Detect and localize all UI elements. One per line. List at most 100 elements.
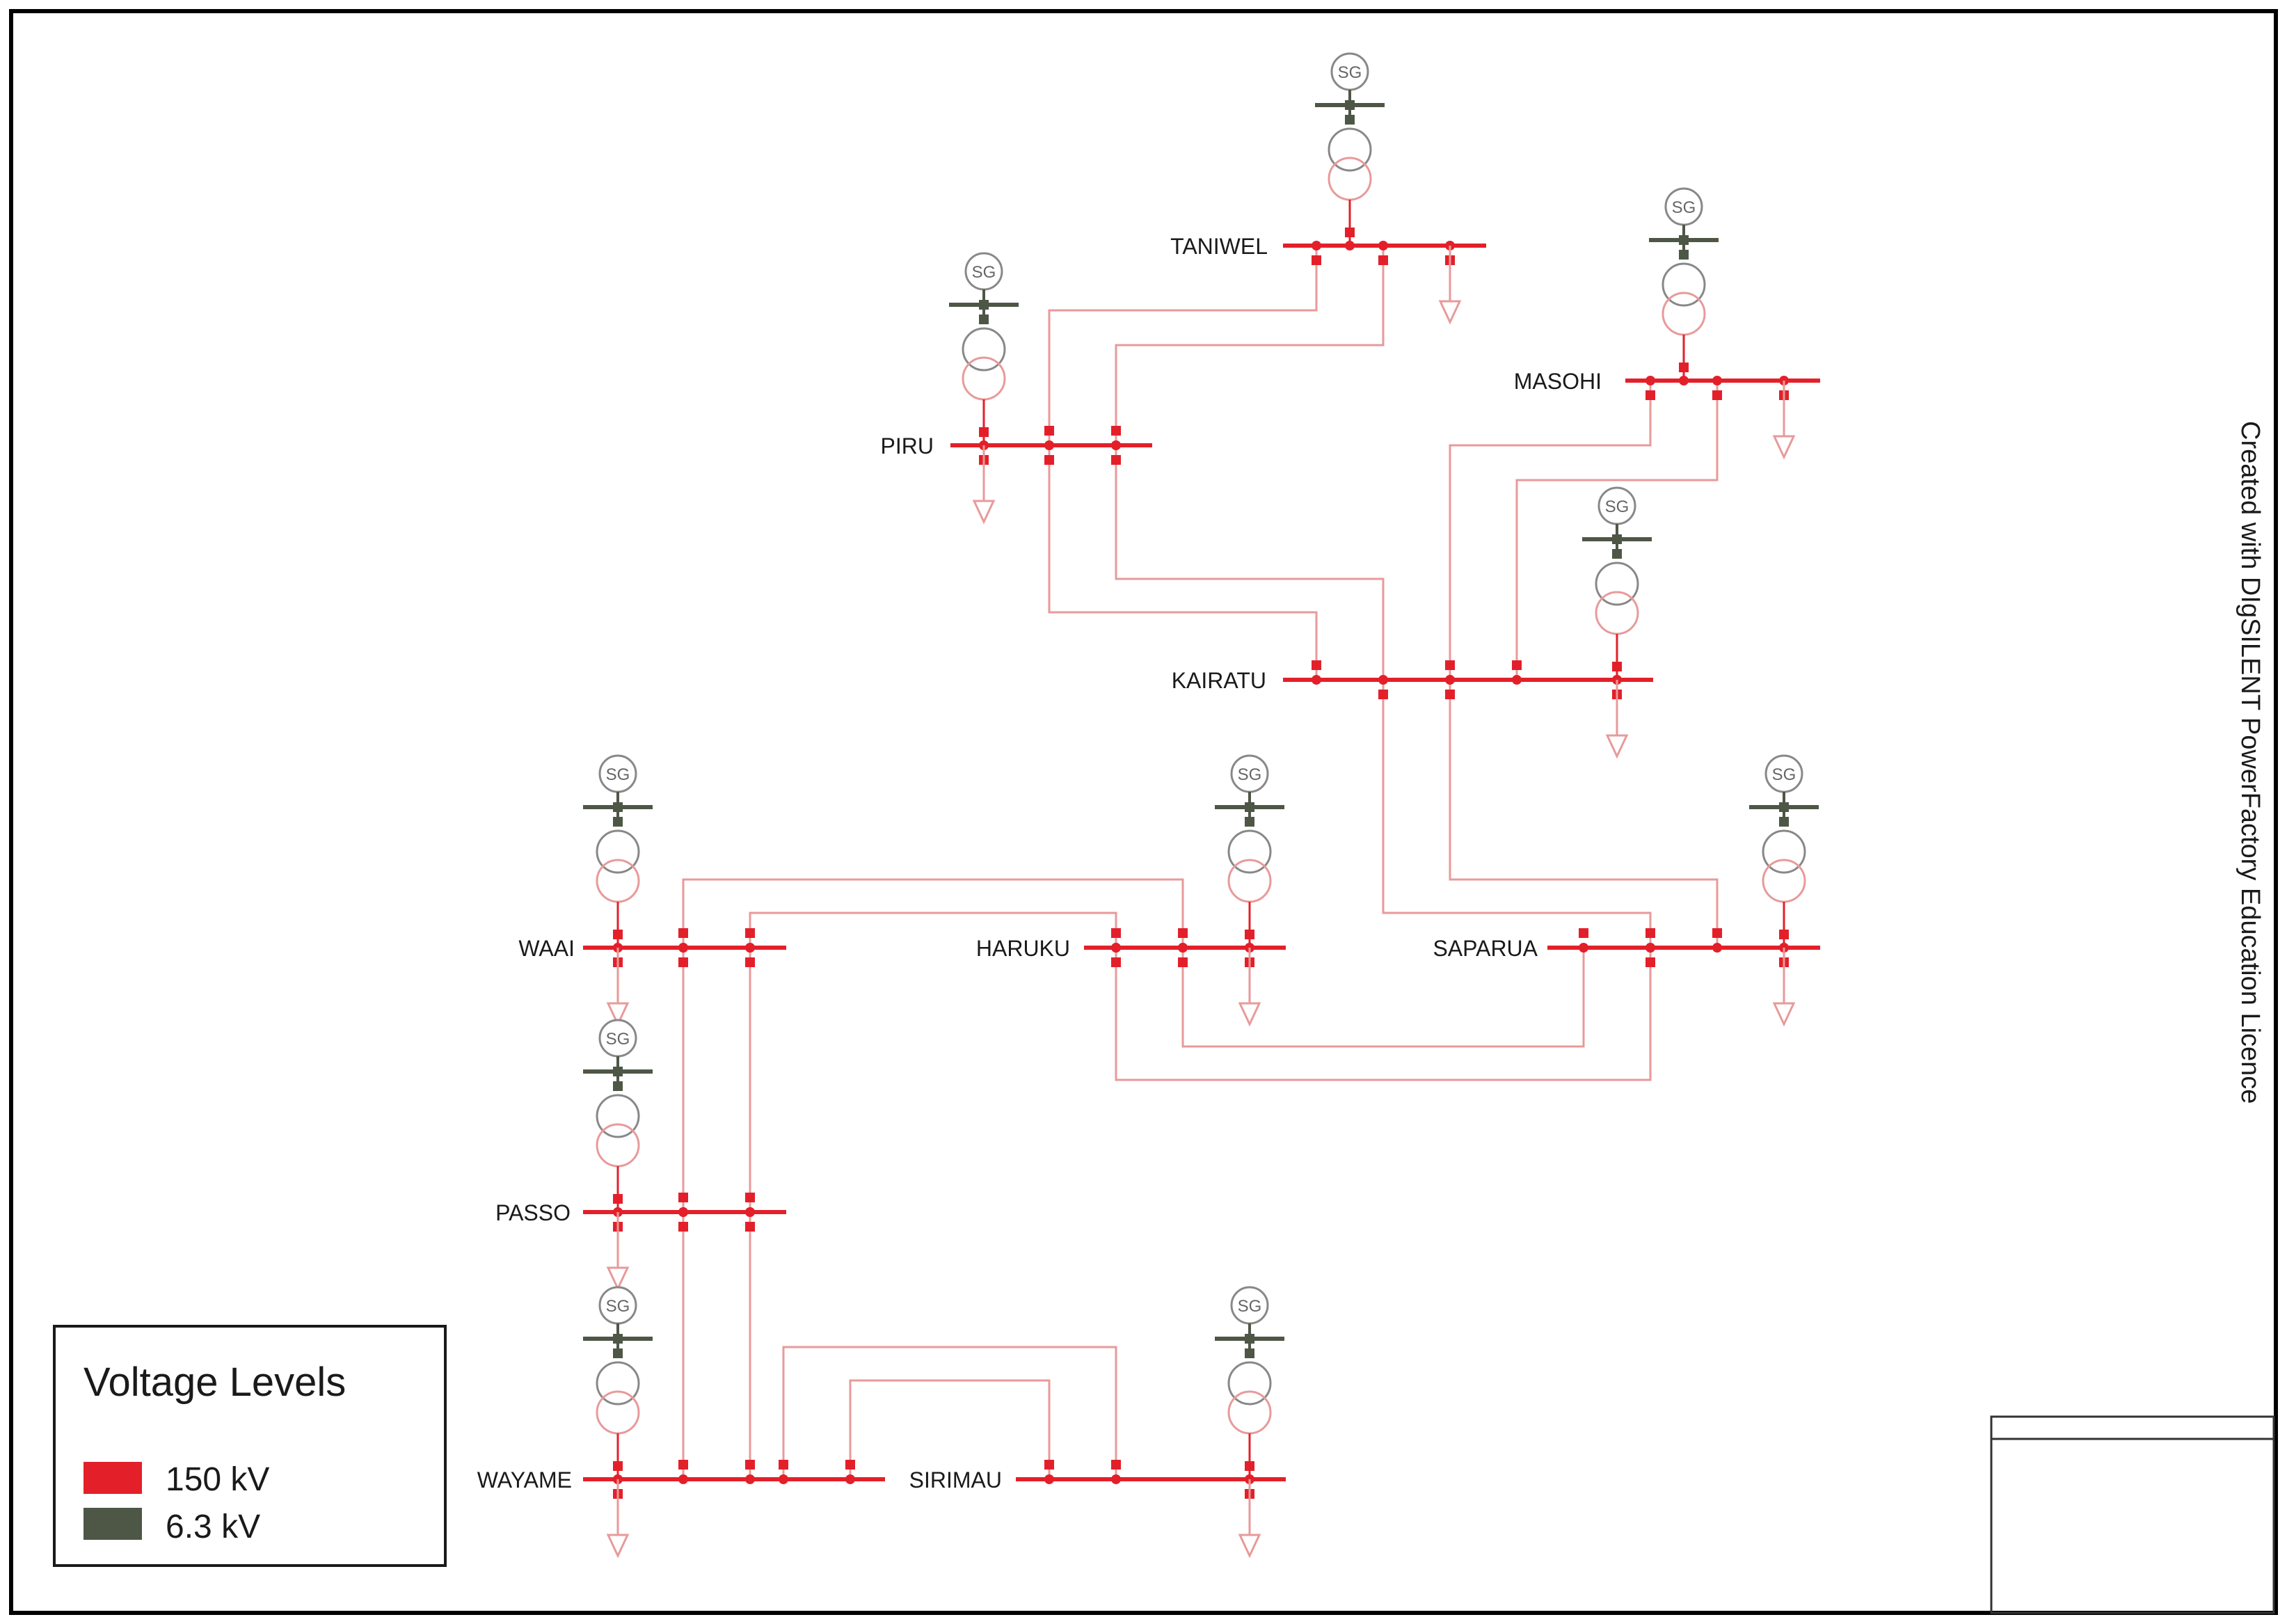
line-breaker: [1378, 690, 1388, 699]
hv-node: [1679, 376, 1689, 385]
legend-label-150kv: 150 kV: [166, 1461, 269, 1498]
hv-breaker: [1779, 930, 1789, 939]
load-waai: [606, 943, 630, 1027]
load-arrow-icon: [972, 500, 996, 525]
load-sirimau: [1238, 1474, 1261, 1559]
line-breaker: [1178, 928, 1188, 938]
line-node: [1378, 241, 1388, 250]
load-taniwel: [1438, 241, 1462, 325]
line-breaker: [678, 1222, 688, 1232]
hv-breaker: [613, 1461, 623, 1471]
line-breaker: [678, 1460, 688, 1470]
transformer-hv-winding-icon: [1595, 591, 1639, 635]
line-breaker: [1111, 426, 1121, 436]
generator-unit-piru: SG: [949, 252, 1019, 450]
load-arrow-icon: [1772, 1002, 1796, 1027]
generator-unit-taniwel: SG: [1315, 52, 1385, 250]
line-breaker: [1645, 928, 1655, 938]
bus-label-haruku: HARUKU: [976, 936, 1070, 961]
generator-symbol: SG: [606, 1297, 630, 1316]
generator-symbol: SG: [1338, 63, 1362, 82]
generator-symbol: SG: [606, 1030, 630, 1049]
lv-node: [1245, 802, 1254, 812]
transformer-lv-winding-icon: [1227, 1361, 1272, 1406]
line-node: [1111, 440, 1121, 450]
bus-label-sirimau: SIRIMAU: [909, 1467, 1002, 1492]
line-node: [1645, 376, 1655, 385]
line-piru-kairatu-2: [1115, 445, 1385, 680]
load-kairatu: [1605, 675, 1629, 759]
transformer-hv-winding-icon: [596, 859, 640, 903]
lv-node: [613, 802, 623, 812]
hv-breaker: [1612, 662, 1622, 671]
line-node: [678, 1207, 688, 1217]
transformer-hv-winding-icon: [1662, 292, 1706, 336]
line-breaker: [745, 957, 755, 967]
line-kairatu-saparua: [1382, 680, 1652, 948]
line-piru-kairatu: [1048, 445, 1318, 680]
generator-unit-saparua: SG: [1749, 754, 1819, 953]
lv-breaker: [1679, 250, 1689, 260]
line-breaker: [1712, 928, 1722, 938]
hv-breaker: [1245, 930, 1254, 939]
bus-label-kairatu: KAIRATU: [1172, 668, 1266, 693]
load-arrow-icon: [1238, 1002, 1261, 1027]
line-masohi-kairatu-2: [1515, 381, 1719, 680]
transformer-lv-winding-icon: [962, 327, 1006, 372]
transformer-hv-winding-icon: [1227, 859, 1272, 903]
generator-symbol: SG: [1772, 765, 1796, 784]
load-arrow-icon: [606, 1534, 630, 1559]
transformer-hv-winding-icon: [596, 1390, 640, 1435]
hv-breaker: [1679, 363, 1689, 372]
line-haruku-saparua: [1181, 948, 1585, 1048]
load-arrow-icon: [1438, 300, 1462, 325]
hv-breaker: [613, 930, 623, 939]
generator-unit-kairatu: SG: [1582, 486, 1652, 685]
transformer-lv-winding-icon: [1662, 262, 1706, 307]
legend-swatch-6kv: [83, 1508, 142, 1540]
lv-breaker: [613, 817, 623, 827]
line-node: [1044, 1474, 1054, 1484]
line-breaker: [1111, 1460, 1121, 1470]
legend-label-6kv: 6.3 kV: [166, 1508, 260, 1545]
line-breaker: [678, 957, 688, 967]
lv-breaker: [1245, 817, 1254, 827]
line-node: [1111, 1474, 1121, 1484]
generator-unit-sirimau: SG: [1215, 1286, 1284, 1484]
generator-symbol: SG: [972, 263, 996, 282]
generator-unit-passo: SG: [583, 1019, 653, 1217]
line-breaker: [678, 928, 688, 938]
line-haruku-saparua-2: [1115, 948, 1652, 1081]
line-breaker: [1645, 957, 1655, 967]
load-arrow-icon: [1772, 435, 1796, 460]
line-breaker: [1111, 957, 1121, 967]
line-breaker: [1178, 957, 1188, 967]
load-arrow-icon: [606, 1266, 630, 1291]
bus-label-saparua: SAPARUA: [1433, 936, 1538, 961]
line-breaker: [745, 1193, 755, 1202]
transformer-lv-winding-icon: [596, 829, 640, 874]
line-breaker: [678, 1193, 688, 1202]
line-breaker: [1044, 426, 1054, 436]
lv-breaker: [1245, 1348, 1254, 1358]
line-node: [1178, 943, 1188, 953]
hv-breaker: [1245, 1461, 1254, 1471]
transformer-lv-winding-icon: [596, 1094, 640, 1138]
lv-node: [1779, 802, 1789, 812]
lv-node: [613, 1067, 623, 1076]
line-wayame-sirimau: [782, 1346, 1117, 1479]
line-node: [1111, 943, 1121, 953]
generator-symbol: SG: [1605, 497, 1629, 516]
generator-symbol: SG: [606, 765, 630, 784]
line-breaker: [745, 928, 755, 938]
load-haruku: [1238, 943, 1261, 1027]
generator-unit-masohi: SG: [1649, 187, 1719, 385]
lv-node: [1245, 1334, 1254, 1344]
hv-node: [1345, 241, 1355, 250]
transmission-lines: [682, 246, 1719, 1479]
line-breaker: [1378, 255, 1388, 265]
voltage-legend: Voltage Levels 150 kV 6.3 kV: [53, 1325, 447, 1567]
line-breaker: [1044, 455, 1054, 465]
